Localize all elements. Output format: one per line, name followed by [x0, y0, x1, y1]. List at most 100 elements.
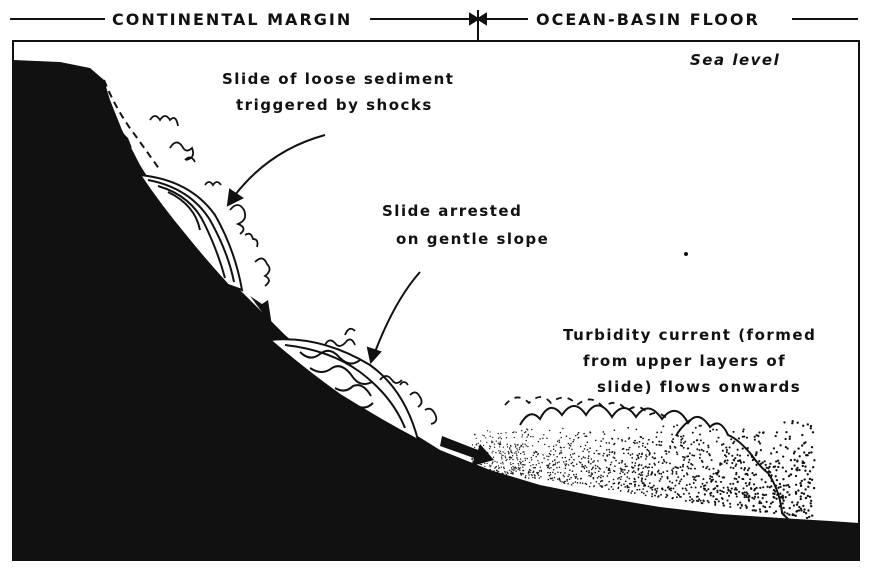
stipple-dot: [708, 468, 711, 471]
upper-sediment-clumps: [149, 115, 271, 287]
stipple-dot: [579, 482, 582, 484]
stipple-dot: [536, 471, 538, 474]
stipple-dot: [524, 459, 527, 461]
stipple-dot: [758, 508, 762, 511]
stipple-dot: [512, 431, 514, 434]
stipple-dot: [627, 490, 630, 493]
stipple-dot: [681, 487, 684, 490]
stipple-dot: [744, 473, 747, 476]
stipple-dot: [678, 482, 681, 485]
stipple-dot: [764, 480, 767, 484]
stipple-dot: [795, 503, 799, 506]
stipple-dot: [761, 496, 764, 500]
stipple-dot: [662, 425, 665, 428]
stipple-dot: [752, 483, 756, 486]
stipple-dot: [618, 476, 621, 479]
stipple-dot: [517, 451, 520, 453]
stipple-dot: [719, 480, 723, 483]
stipple-dot: [786, 491, 789, 494]
stipple-dot: [549, 462, 551, 465]
stipple-dot: [734, 486, 737, 490]
stipple-dot: [803, 508, 806, 511]
stipple-dot: [517, 462, 519, 465]
stipple-dot: [623, 469, 626, 471]
stipple-dot: [477, 442, 480, 444]
stipple-dot: [558, 466, 561, 469]
arrested-sediment-clumps: [324, 327, 438, 425]
stipple-dot: [613, 451, 616, 454]
stipple-dot: [584, 444, 587, 447]
stipple-dot: [693, 476, 696, 479]
stipple-dot: [471, 451, 473, 453]
stipple-dot: [757, 496, 760, 499]
stipple-dot: [714, 487, 717, 490]
stipple-dot: [631, 453, 634, 455]
stipple-dot: [775, 469, 778, 472]
stipple-dot: [564, 472, 566, 474]
stipple-dot: [802, 492, 806, 495]
stipple-dot: [552, 448, 555, 451]
stipple-dot: [548, 475, 551, 477]
stipple-dot: [788, 513, 791, 516]
stipple-dot: [473, 454, 475, 456]
stipple-dot: [684, 440, 687, 443]
stipple-dot: [666, 494, 669, 497]
stipple-dot: [583, 448, 586, 450]
stipple-dot: [526, 436, 528, 438]
stipple-dot: [613, 443, 615, 446]
stipple-dot: [728, 446, 731, 449]
stipple-dot: [802, 504, 805, 508]
stipple-dot: [523, 451, 525, 453]
stipple-dot: [482, 458, 484, 461]
stipple-dot: [563, 446, 565, 449]
stipple-dot: [808, 470, 812, 473]
stipple-dot: [671, 440, 673, 443]
stipple-dot: [534, 474, 536, 477]
stipple-dot: [707, 444, 710, 447]
stipple-dot: [581, 482, 584, 485]
stipple-dot: [538, 477, 541, 479]
stipple-dot: [677, 476, 680, 479]
stipple-dot: [534, 476, 536, 479]
stipple-dot: [759, 448, 763, 452]
stipple-dot: [719, 462, 722, 465]
stipple-dot: [693, 454, 696, 457]
stipple-dot: [547, 464, 549, 467]
stipple-dot: [622, 452, 625, 455]
stipple-dot: [638, 446, 640, 448]
stipple-dot: [491, 463, 493, 465]
stipple-dot: [782, 499, 785, 502]
stipple-dot: [638, 440, 641, 443]
stipple-dot: [578, 461, 581, 463]
stipple-dot: [755, 486, 758, 489]
stipple-dot: [777, 465, 780, 469]
stipple-dot: [482, 434, 484, 436]
stipple-dot: [707, 501, 710, 504]
stipple-dot: [476, 443, 478, 445]
stipple-dot: [714, 501, 717, 505]
stipple-dot: [606, 454, 609, 457]
stipple-dot: [651, 471, 654, 474]
stipple-dot: [544, 443, 546, 446]
stipple-dot: [469, 455, 471, 457]
stipple-dot: [510, 463, 512, 466]
stipple-dot: [484, 465, 486, 468]
stipple-dot: [580, 462, 582, 464]
stipple-dot: [492, 441, 494, 443]
stipple-dot: [747, 499, 751, 502]
stipple-dot: [744, 447, 748, 450]
stipple-dot: [528, 474, 530, 476]
stipple-dot: [753, 474, 756, 477]
stipple-dot: [655, 490, 658, 493]
stipple-dot: [602, 431, 605, 433]
stipple-dot: [747, 496, 750, 499]
stipple-dot: [687, 461, 690, 464]
stipple-dot: [674, 484, 677, 487]
stipple-dot: [781, 502, 784, 505]
stipple-dot: [628, 486, 630, 489]
stipple-dot: [636, 442, 638, 444]
stipple-dot: [721, 497, 724, 501]
stipple-dot: [793, 450, 796, 453]
stipple-dot: [735, 477, 738, 481]
